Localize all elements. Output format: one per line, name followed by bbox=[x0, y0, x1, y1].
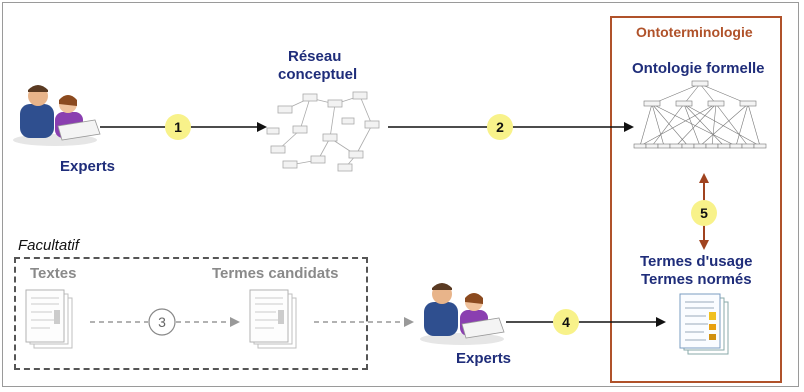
concept-network-thumbnail bbox=[266, 91, 380, 172]
optional-label: Facultatif bbox=[18, 237, 79, 254]
ontoterminology-title: Ontoterminologie bbox=[636, 24, 753, 40]
step-4-number: 4 bbox=[562, 314, 570, 330]
step-4-badge bbox=[553, 309, 579, 335]
formal-ontology-lattice bbox=[633, 80, 767, 149]
formal-ontology-label: Ontologie formelle bbox=[632, 60, 765, 77]
network-label-line2: conceptuel bbox=[278, 66, 358, 83]
step-1-number: 1 bbox=[174, 119, 182, 135]
step-5-badge bbox=[691, 200, 717, 226]
textes-document-icon bbox=[25, 289, 73, 349]
experts-bottom-label: Experts bbox=[456, 350, 512, 367]
candidates-document-icon bbox=[249, 289, 297, 349]
usage-terms-label: Termes d'usage bbox=[640, 253, 753, 270]
step-1-badge bbox=[165, 114, 191, 140]
terms-document-icon bbox=[679, 293, 729, 355]
candidates-label: Termes candidats bbox=[212, 265, 339, 282]
step-2-number: 2 bbox=[496, 119, 504, 135]
normed-terms-label: Termes normés bbox=[641, 271, 752, 288]
experts-bottom-illustration bbox=[420, 283, 505, 345]
step-3-number: 3 bbox=[158, 314, 166, 330]
step-5-number: 5 bbox=[700, 205, 708, 221]
diagram-frame bbox=[2, 2, 799, 387]
network-label-line1: Réseau bbox=[288, 48, 342, 65]
experts-top-label: Experts bbox=[60, 158, 116, 175]
experts-top-illustration bbox=[13, 85, 101, 146]
optional-box bbox=[14, 257, 368, 370]
step-2-badge bbox=[487, 114, 513, 140]
step-3-badge bbox=[148, 308, 176, 336]
textes-label: Textes bbox=[30, 265, 77, 282]
ontoterminology-box bbox=[610, 16, 782, 383]
